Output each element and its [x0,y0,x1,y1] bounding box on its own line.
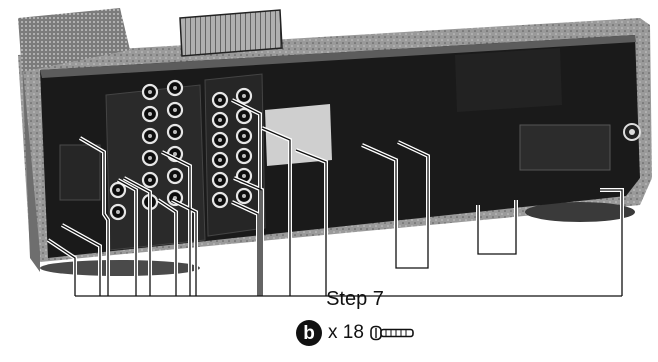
rca-jack-pin [173,86,177,90]
callout-line [117,179,137,296]
rca-jack-pin [116,210,120,214]
callout-line [171,199,197,296]
rca-jack-pin [242,114,246,118]
callout-line [233,177,263,296]
rca-jack-pin [173,152,177,156]
callout-line [231,99,261,296]
callout-line [61,224,101,296]
vent-grille [18,8,130,72]
callout-line [123,177,151,296]
callout-line [600,189,623,296]
rca-jack-pin [116,188,120,192]
callout-line [161,151,191,296]
callout-line [79,137,109,296]
rca-jack-pin [242,154,246,158]
callout-line [157,199,177,296]
heat-sink [179,9,283,57]
rca-jack-pin [242,134,246,138]
rca-jack-pin [218,158,222,162]
rca-jack-pin [148,112,152,116]
rca-jack-pin [218,138,222,142]
callout-line [295,149,327,296]
rca-jack-pin [173,130,177,134]
rca-jack-pin [218,178,222,182]
rca-jack-pin [148,178,152,182]
callout-line [47,239,76,296]
rca-jack-pin [148,134,152,138]
parts-quantity: b x 18 [296,318,416,348]
callout-line [397,141,429,266]
screw-callout-lines-ink [47,99,623,297]
power-connector [623,123,641,141]
screw-icon [370,325,414,341]
screw-quantity: x 18 [328,322,364,343]
callout-bracket-small [477,252,517,255]
rca-jack-pin [242,194,246,198]
rear-panel [40,35,640,258]
rca-jack-pin [148,156,152,160]
callout-bracket-small [395,266,429,269]
callout-line [261,127,291,296]
rca-jack-pin [242,174,246,178]
rca-jack-pin [173,174,177,178]
rca-jack-pin [218,198,222,202]
rca-jack-pin [173,108,177,112]
rca-jack-pin [242,94,246,98]
step-title: Step 7 [326,288,384,310]
callout-line [361,144,397,266]
part-b-badge: b [296,320,322,346]
rca-jack-pin [148,90,152,94]
rca-jack-pin [218,98,222,102]
rca-jacks [109,79,253,221]
rca-jack-pin [218,118,222,122]
callout-line [231,201,259,296]
